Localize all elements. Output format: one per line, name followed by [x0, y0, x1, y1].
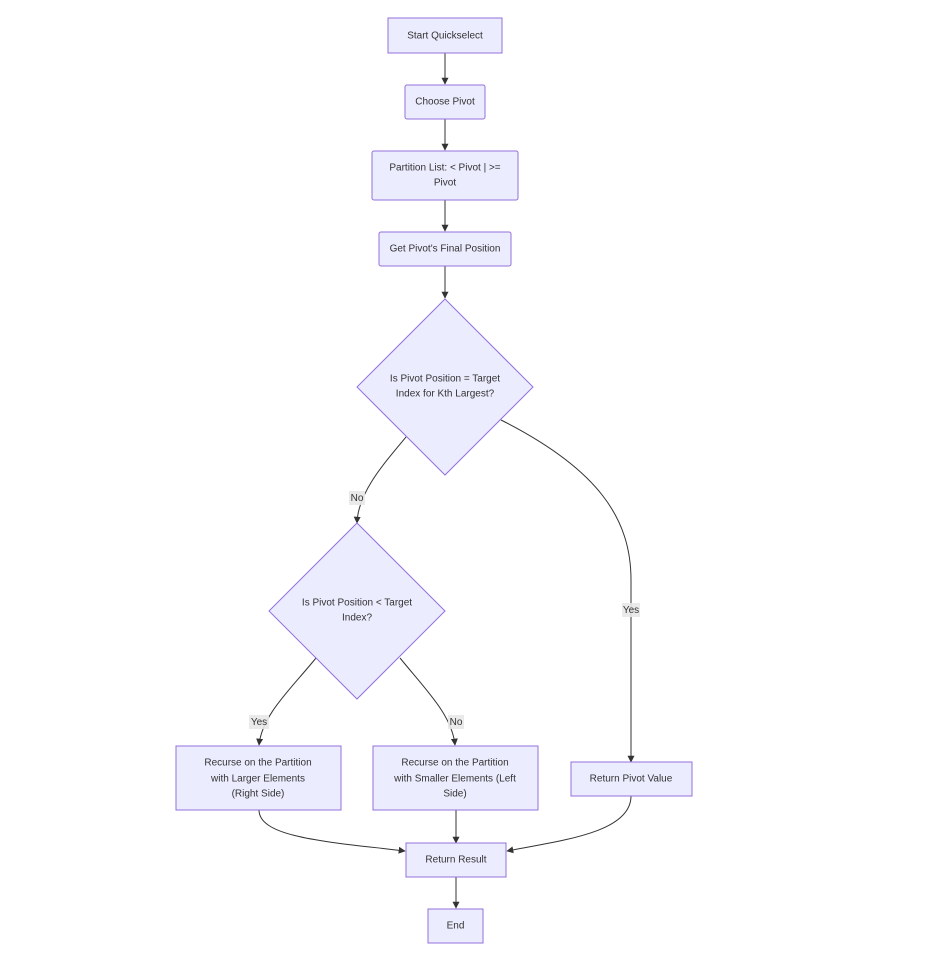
svg-text:Yes: Yes	[251, 717, 267, 728]
node-decision-less: Is Pivot Position < Target Index?	[268, 522, 446, 700]
node-recurse-left: Recurse on the Partition with Smaller El…	[372, 745, 539, 811]
edge-return-pivot-to-result	[506, 795, 632, 854]
node-final-position: Get Pivot's Final Position	[378, 231, 512, 267]
edge-decision-less-no	[399, 657, 458, 746]
svg-text:Is Pivot Position < Target: Is Pivot Position < Target	[302, 598, 412, 609]
edge-label-equal-yes: Yes	[622, 603, 640, 617]
node-start: Start Quickselect	[387, 17, 503, 54]
node-return-pivot: Return Pivot Value	[570, 761, 693, 797]
svg-text:Side): Side)	[443, 789, 466, 800]
svg-text:Return Pivot Value: Return Pivot Value	[590, 774, 673, 785]
svg-text:Return Result: Return Result	[425, 855, 486, 866]
svg-text:Recurse on the Partition: Recurse on the Partition	[204, 758, 311, 769]
edge-decision-equal-no	[353, 436, 407, 524]
svg-text:Partition List: < Pivot | >=: Partition List: < Pivot | >=	[389, 163, 500, 174]
node-decision-equal: Is Pivot Position = Target Index for Kth…	[356, 298, 534, 476]
svg-text:Get Pivot's Final Position: Get Pivot's Final Position	[390, 244, 501, 255]
edge-label-equal-no: No	[349, 491, 365, 505]
edge-label-less-no: No	[448, 715, 464, 729]
svg-text:Start Quickselect: Start Quickselect	[407, 31, 483, 42]
node-recurse-right: Recurse on the Partition with Larger Ele…	[175, 745, 342, 811]
svg-text:Index?: Index?	[342, 613, 372, 624]
svg-text:Is Pivot Position = Target: Is Pivot Position = Target	[390, 374, 500, 385]
edge-label-less-yes: Yes	[249, 715, 269, 729]
svg-text:Recurse on the Partition: Recurse on the Partition	[401, 758, 508, 769]
svg-text:Pivot: Pivot	[434, 178, 456, 189]
edge-recurse-right-to-result	[258, 809, 406, 854]
svg-text:No: No	[450, 717, 463, 728]
node-return-result: Return Result	[405, 842, 507, 878]
node-partition: Partition List: < Pivot | >= Pivot	[371, 150, 519, 201]
svg-text:End: End	[447, 921, 465, 932]
edges	[256, 53, 635, 909]
svg-text:Index for Kth Largest?: Index for Kth Largest?	[396, 389, 495, 400]
node-choose-pivot: Choose Pivot	[404, 84, 486, 120]
nodes: Start Quickselect Choose Pivot Partition…	[175, 17, 693, 944]
edge-decision-equal-yes	[500, 419, 635, 763]
node-end: End	[427, 908, 484, 944]
svg-text:(Right Side): (Right Side)	[232, 789, 285, 800]
svg-text:with Smaller Elements (Left: with Smaller Elements (Left	[393, 774, 516, 785]
svg-text:Yes: Yes	[623, 605, 639, 616]
edge-labels: No Yes Yes No	[249, 491, 640, 729]
svg-text:Choose Pivot: Choose Pivot	[415, 97, 475, 108]
svg-text:with Larger Elements: with Larger Elements	[210, 774, 305, 785]
svg-text:No: No	[351, 493, 364, 504]
edge-decision-less-yes	[256, 657, 317, 746]
